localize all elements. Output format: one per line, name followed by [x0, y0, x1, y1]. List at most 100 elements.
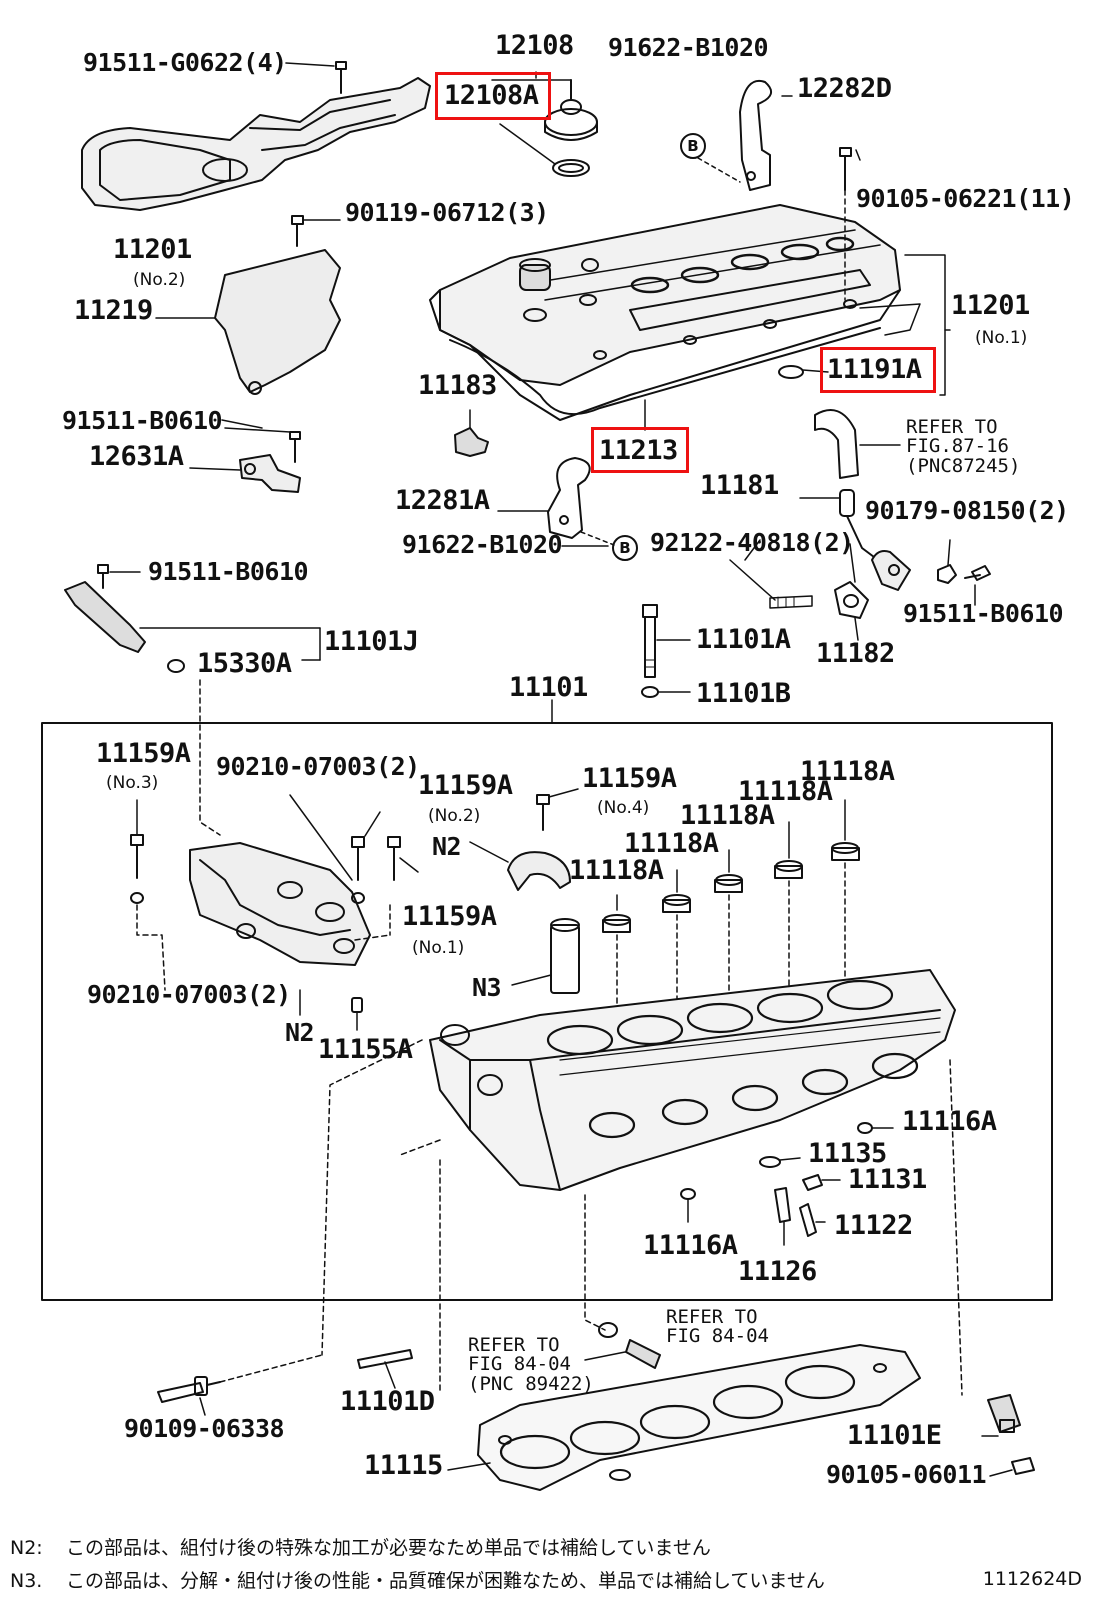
- fitting-11101e-drawing: [981, 1394, 1021, 1437]
- highlight-box-11191a: [820, 347, 936, 393]
- stud-11101d-drawing: [357, 1349, 413, 1389]
- bolt-90105-06011-drawing: [989, 1457, 1035, 1477]
- bolt-11159a-no4-drawing: [536, 788, 579, 831]
- nut-90179-drawing: [937, 539, 957, 584]
- part-label-11182[interactable]: 11182: [816, 638, 895, 669]
- bolt-11159a-no2-drawing: [351, 811, 381, 881]
- guide-11126-drawing: [774, 1187, 791, 1246]
- part-label-11116a-b[interactable]: 11116A: [643, 1230, 738, 1261]
- union-90109-drawing: [157, 1354, 323, 1416]
- washer-90210-left: [130, 892, 144, 904]
- part-label-11116a-r[interactable]: 11116A: [902, 1106, 997, 1137]
- part-label-11155a[interactable]: 11155A: [318, 1034, 413, 1065]
- part-label-11181[interactable]: 11181: [700, 470, 779, 501]
- part-label-91622-b1020-top[interactable]: 91622-B1020: [608, 33, 769, 62]
- part-label-91511-b0610-b[interactable]: 91511-B0610: [148, 557, 309, 586]
- part-label-92122-40818[interactable]: 92122-40818(2): [650, 528, 854, 557]
- part-label-11159a-no3[interactable]: 11159A: [96, 738, 191, 769]
- seal-11191a-drawing: [778, 365, 804, 379]
- part-label-11101a[interactable]: 11101A: [696, 624, 791, 655]
- part-label-11101e[interactable]: 11101E: [847, 1420, 942, 1451]
- refer-to-fig-84-04-right: REFER TO FIG 84-04: [666, 1306, 769, 1348]
- part-label-11101j[interactable]: 11101J: [324, 626, 419, 657]
- plug-11116a-r-drawing: [857, 1122, 894, 1134]
- sublabel-no3: (No.3): [106, 773, 159, 793]
- part-label-12281a[interactable]: 12281A: [395, 485, 490, 516]
- note-n3: N3. この部品は、分解・組付け後の性能・品質確保が困難なため、単品では補給してい…: [10, 1566, 825, 1593]
- reference-mark-b-mid: B: [612, 535, 638, 561]
- part-label-91511-g0622[interactable]: 91511-G0622(4): [83, 48, 287, 77]
- part-label-90119-06712[interactable]: 90119-06712(3): [345, 198, 549, 227]
- part-label-11101[interactable]: 11101: [509, 672, 588, 703]
- bracket-12631a-drawing: [189, 427, 301, 493]
- refer-to-fig-87-16: REFER TO FIG.87-16 (PNC87245): [906, 416, 1021, 477]
- cylinder-head-group-frame: [41, 722, 1053, 1301]
- head-cover-no1-drawing: [429, 204, 921, 421]
- sublabel-no2-cover: (No.2): [133, 270, 186, 290]
- part-label-11213[interactable]: 11213: [599, 435, 678, 466]
- part-label-11115[interactable]: 11115: [364, 1450, 443, 1481]
- part-label-11101d[interactable]: 11101D: [340, 1386, 435, 1417]
- part-label-91511-b0610-c[interactable]: 91511-B0610: [903, 599, 1064, 628]
- oil-filler-cap-drawing: [491, 71, 598, 177]
- note-n3-key: N3.: [10, 1570, 43, 1592]
- part-label-11118a-3[interactable]: 11118A: [680, 800, 775, 831]
- engine-hanger-12281a-drawing: [497, 457, 591, 539]
- highlight-box-12108a: [435, 72, 551, 120]
- part-label-90210-07003-bot[interactable]: 90210-07003(2): [87, 980, 291, 1009]
- part-label-91622-b1020-mid[interactable]: 91622-B1020: [402, 530, 563, 559]
- diagram-code: 1112624D: [982, 1568, 1082, 1590]
- part-label-11159a-no4[interactable]: 11159A: [582, 763, 677, 794]
- part-label-11118a-2[interactable]: 11118A: [624, 828, 719, 859]
- sublabel-no4: (No.4): [597, 798, 650, 818]
- bolt-11101a-drawing: [641, 604, 691, 698]
- plug-11116a-b-drawing: [680, 1188, 696, 1223]
- part-label-n2-top[interactable]: N2: [432, 832, 462, 861]
- washer-90210-top: [351, 892, 365, 904]
- bolt-11159a-no3-drawing: [130, 799, 144, 879]
- pin-11155a-drawing: [351, 997, 363, 1013]
- part-label-15330a[interactable]: 15330A: [197, 648, 292, 679]
- sublabel-no1: (No.1): [412, 938, 465, 958]
- part-label-11159a-no2[interactable]: 11159A: [418, 770, 513, 801]
- bolt-91511-g0622-drawing: [335, 61, 347, 94]
- note-n2: N2:この部品は、組付け後の特殊な加工が必要なため単品では補給していません: [10, 1533, 711, 1560]
- part-label-90179-08150[interactable]: 90179-08150(2): [865, 496, 1069, 525]
- part-label-11219[interactable]: 11219: [74, 295, 153, 326]
- part-label-n3[interactable]: N3: [472, 973, 502, 1002]
- part-label-90210-07003-top[interactable]: 90210-07003(2): [216, 752, 420, 781]
- part-label-12282d[interactable]: 12282D: [797, 73, 892, 104]
- part-label-11122[interactable]: 11122: [834, 1210, 913, 1241]
- part-label-11191a[interactable]: 11191A: [827, 354, 922, 385]
- part-label-11126[interactable]: 11126: [738, 1256, 817, 1287]
- reference-mark-b-top: B: [680, 133, 706, 159]
- gasket-11182-drawing: [834, 581, 869, 641]
- clip-11183-drawing: [454, 427, 489, 457]
- part-label-11159a-no1[interactable]: 11159A: [402, 901, 497, 932]
- part-label-n2-bot[interactable]: N2: [285, 1018, 315, 1047]
- part-label-11131[interactable]: 11131: [848, 1164, 927, 1195]
- part-label-11201-no1[interactable]: 11201: [951, 290, 1030, 321]
- ocv-11101j-drawing: [64, 564, 321, 661]
- part-label-11183[interactable]: 11183: [418, 370, 497, 401]
- note-n3-text: この部品は、分解・組付け後の性能・品質確保が困難なため、単品では補給していません: [66, 1570, 825, 1592]
- part-label-11118a-5[interactable]: 11118A: [800, 756, 895, 787]
- cylinder-head-drawing: [429, 969, 956, 1191]
- part-label-11118a-4[interactable]: 11118A: [738, 776, 833, 807]
- part-label-91511-b0610-a[interactable]: 91511-B0610: [62, 406, 223, 435]
- part-label-11135[interactable]: 11135: [808, 1138, 887, 1169]
- part-label-90109-06338[interactable]: 90109-06338: [124, 1414, 285, 1443]
- part-label-90105-06011[interactable]: 90105-06011: [826, 1460, 987, 1489]
- part-label-11201-no2[interactable]: 11201: [113, 234, 192, 265]
- part-label-12108[interactable]: 12108: [495, 30, 574, 61]
- highlight-box-11213: [591, 427, 689, 473]
- part-label-11118a-1[interactable]: 11118A: [569, 855, 664, 886]
- part-label-12631a[interactable]: 12631A: [89, 441, 184, 472]
- bolt-91511-b0610-r-drawing: [964, 565, 991, 581]
- part-label-90105-06221[interactable]: 90105-06221(11): [856, 184, 1075, 213]
- insulator-11219-drawing: [155, 249, 341, 395]
- sublabel-no1-cover: (No.1): [975, 328, 1028, 348]
- part-label-12108a[interactable]: 12108A: [444, 80, 539, 111]
- part-label-11101b[interactable]: 11101B: [696, 678, 791, 709]
